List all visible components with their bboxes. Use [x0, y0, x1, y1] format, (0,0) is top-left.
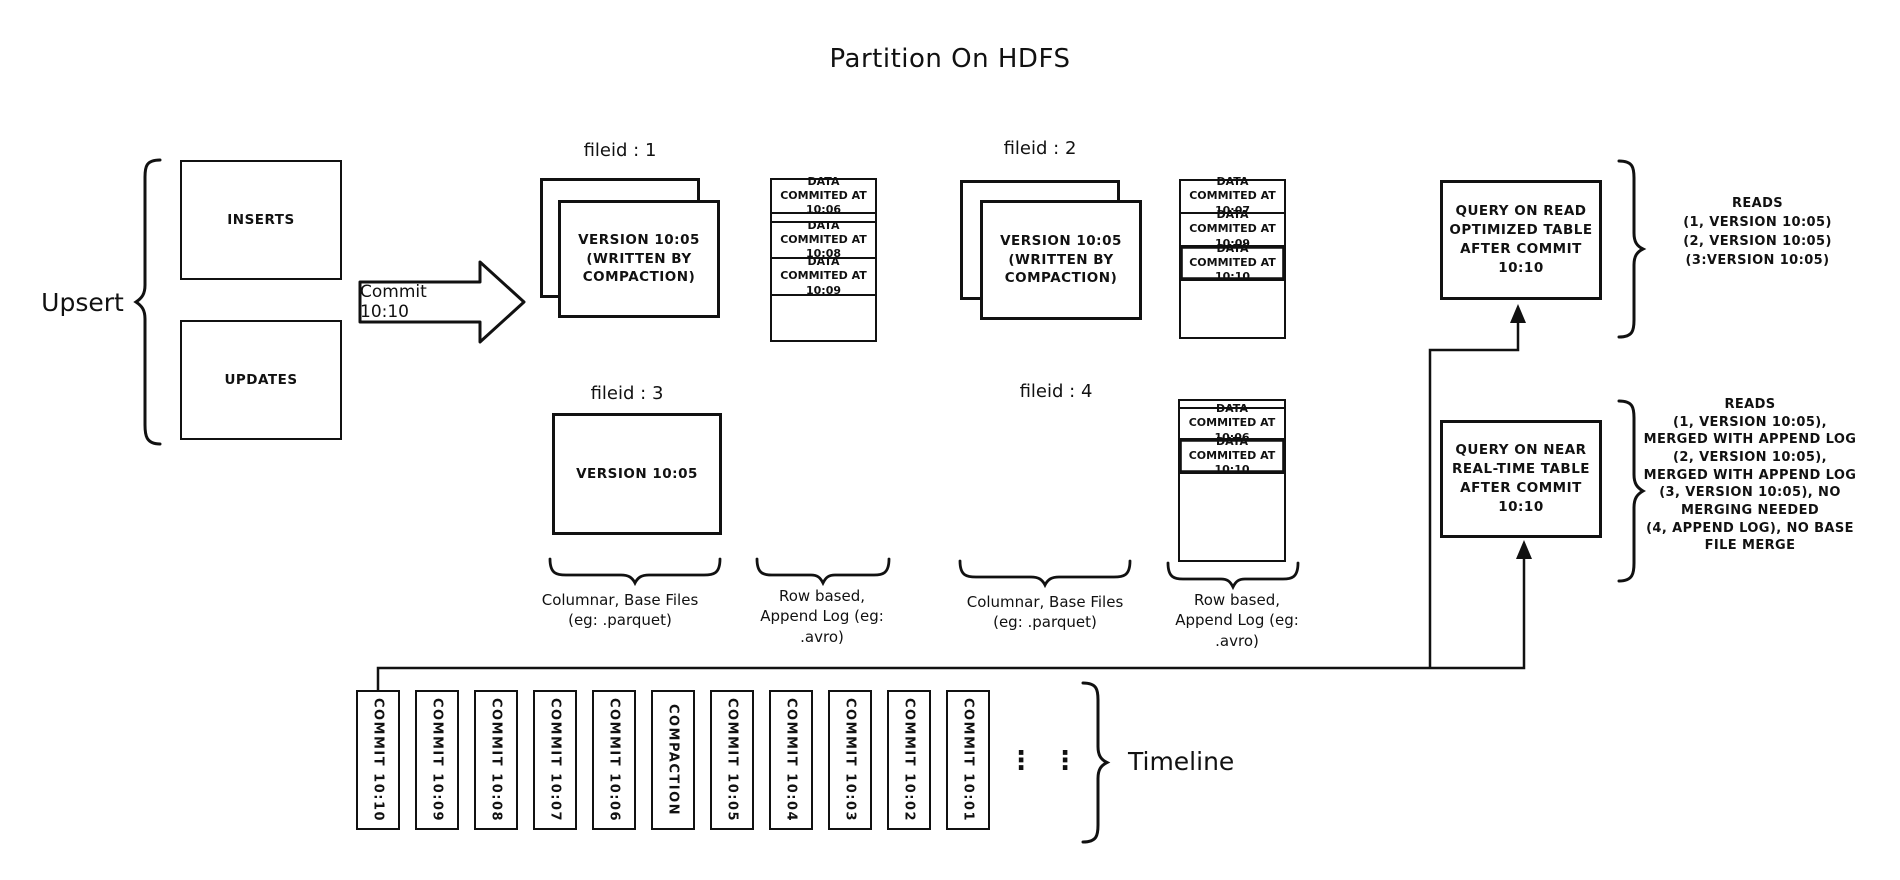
updates-box: UPDATES — [180, 320, 342, 440]
log-cell-empty — [1181, 281, 1284, 337]
timeline-commit-box: COMMIT 10:10 — [356, 690, 400, 830]
reads-text-2: READS (1, VERSION 10:05), MERGED WITH AP… — [1643, 397, 1857, 554]
fileid-3-basefile-text: VERSION 10:05 — [576, 465, 698, 482]
timeline-commit-box: COMMIT 10:02 — [887, 690, 931, 830]
timeline-commit-box: COMMIT 10:05 — [710, 690, 754, 830]
timeline-commit-box: COMMIT 10:04 — [769, 690, 813, 830]
log-column-1: DATA COMMITED AT 10:06 DATA COMMITED AT … — [770, 175, 877, 342]
timeline-compaction-label: COMPACTION — [665, 703, 681, 817]
log-cell-empty — [1180, 401, 1284, 409]
timeline-commit-label: COMMIT 10:07 — [547, 697, 563, 823]
query-read-optimized-text: QUERY ON READ OPTIMIZED TABLE AFTER COMM… — [1449, 203, 1593, 276]
timeline-commit-label: COMMIT 10:09 — [429, 697, 445, 823]
columnar-caption-left: Columnar, Base Files (eg: .parquet) — [541, 591, 699, 630]
timeline-commit-label: COMMIT 10:02 — [901, 697, 917, 823]
query-near-realtime-text: QUERY ON NEAR REAL-TIME TABLE AFTER COMM… — [1451, 442, 1591, 515]
fileid-2-basefile-text: VERSION 10:05 (WRITTEN BY COMPACTION) — [1000, 232, 1122, 287]
fileid-2-label: fileid : 2 — [1003, 138, 1077, 159]
log-cell: DATA COMMITED AT 10:06 — [1180, 402, 1284, 444]
timeline-commit-box: COMMIT 10:08 — [474, 690, 518, 830]
log-column-2: DATA COMMITED AT 10:07 DATA COMMITED AT … — [1179, 175, 1286, 339]
query-read-optimized-box: QUERY ON READ OPTIMIZED TABLE AFTER COMM… — [1440, 180, 1602, 300]
columnar-brace-left — [548, 557, 722, 586]
commit-arrow-label: Commit 10:10 — [360, 282, 427, 322]
columnar-brace-right — [958, 559, 1132, 588]
upsert-brace — [133, 158, 162, 446]
timeline-label: Timeline — [1128, 747, 1235, 776]
fileid-3-label: fileid : 3 — [590, 383, 664, 404]
inserts-label: INSERTS — [227, 211, 295, 228]
log-cell-empty — [1180, 474, 1284, 560]
timeline-commit-box: COMMIT 10:03 — [828, 690, 872, 830]
log-cell-empty — [772, 214, 875, 223]
log-cell-new: DATA COMMITED AT 10:10 — [1180, 435, 1284, 476]
fileid-1-basefile-text: VERSION 10:05 (WRITTEN BY COMPACTION) — [578, 231, 700, 286]
fileid-4-label: fileid : 4 — [1019, 381, 1093, 402]
log-cell: DATA COMMITED AT 10:09 — [1181, 208, 1284, 250]
page-title: Partition On HDFS — [829, 44, 1071, 74]
timeline-ellipsis-icon: ⋮ — [1008, 746, 1034, 776]
log-cell-new: DATA COMMITED AT 10:10 — [1181, 242, 1284, 283]
reads-brace-1 — [1617, 159, 1647, 339]
rowbased-brace-right — [1166, 561, 1300, 590]
timeline-commit-label: COMMIT 10:06 — [606, 697, 622, 823]
rowbased-caption-right: Row based, Append Log (eg: .avro) — [1175, 591, 1299, 650]
query-near-realtime-box: QUERY ON NEAR REAL-TIME TABLE AFTER COMM… — [1440, 420, 1602, 538]
timeline-compaction-box: COMPACTION — [651, 690, 695, 830]
timeline-ellipsis-icon: ⋮ — [1052, 746, 1078, 776]
columnar-caption-right: Columnar, Base Files (eg: .parquet) — [966, 593, 1124, 632]
timeline-commit-label: COMMIT 10:10 — [370, 697, 386, 823]
timeline-commit-box: COMMIT 10:06 — [592, 690, 636, 830]
inserts-box: INSERTS — [180, 160, 342, 280]
timeline-commit-label: COMMIT 10:08 — [488, 697, 504, 823]
rowbased-caption-left: Row based, Append Log (eg: .avro) — [760, 587, 884, 646]
fileid-3-basefile: VERSION 10:05 — [552, 413, 722, 535]
timeline-commit-box: COMMIT 10:07 — [533, 690, 577, 830]
commit-arrow — [358, 260, 526, 344]
rowbased-brace-left — [755, 557, 891, 586]
fileid-1-basefile: VERSION 10:05 (WRITTEN BY COMPACTION) — [558, 200, 720, 318]
log-cell: DATA COMMITED AT 10:06 — [772, 175, 875, 216]
timeline-commit-box: COMMIT 10:09 — [415, 690, 459, 830]
timeline-commit-label: COMMIT 10:03 — [842, 697, 858, 823]
log-cell: DATA COMMITED AT 10:09 — [772, 255, 875, 297]
fileid-2-basefile: VERSION 10:05 (WRITTEN BY COMPACTION) — [980, 200, 1142, 320]
fileid-1-label: fileid : 1 — [583, 140, 657, 161]
updates-label: UPDATES — [224, 371, 298, 388]
timeline-commit-box: COMMIT 10:01 — [946, 690, 990, 830]
log-cell: DATA COMMITED AT 10:08 — [772, 219, 875, 260]
timeline-brace — [1081, 681, 1111, 844]
upsert-label: Upsert — [41, 288, 124, 317]
log-cell: DATA COMMITED AT 10:07 — [1181, 175, 1284, 217]
reads-text-1: READS (1, VERSION 10:05) (2, VERSION 10:… — [1683, 196, 1832, 268]
timeline-commit-label: COMMIT 10:04 — [783, 697, 799, 823]
reads-brace-2 — [1617, 399, 1646, 583]
timeline-commit-label: COMMIT 10:05 — [724, 697, 740, 823]
log-column-4: DATA COMMITED AT 10:06 DATA COMMITED AT … — [1178, 399, 1286, 562]
log-cell-empty — [772, 296, 875, 340]
timeline-commit-label: COMMIT 10:01 — [960, 697, 976, 823]
